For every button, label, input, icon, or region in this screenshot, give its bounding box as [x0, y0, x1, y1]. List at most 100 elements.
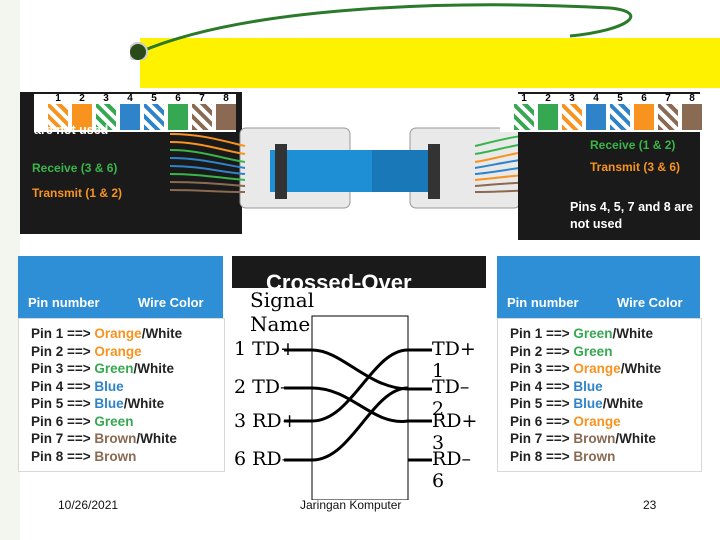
pin-row: Pin 1 ==> Orange/White — [31, 325, 182, 343]
right-table-header: Pin number Wire Color — [497, 256, 700, 318]
wire-swatch — [96, 104, 116, 130]
pin-label: Pin 5 ==> — [510, 396, 574, 411]
pin-row: Pin 6 ==> Green — [31, 413, 133, 431]
wire-color: Orange — [573, 361, 621, 376]
wire-color: Orange — [573, 413, 621, 429]
pin-row: Pin 6 ==> Orange — [510, 413, 621, 431]
wire-swatch — [120, 104, 140, 130]
left-header-pin: Pin number — [28, 295, 100, 310]
pin-row: Pin 5 ==> Blue/White — [31, 395, 164, 413]
crossover-left-label: 1 TD+ — [234, 338, 296, 360]
wire-color: Brown — [573, 431, 616, 446]
wire-color: Blue — [573, 378, 603, 394]
wire-suffix: /White — [136, 431, 177, 446]
pin-row: Pin 8 ==> Brown — [510, 448, 615, 466]
pin-row: Pin 3 ==> Green/White — [31, 360, 174, 378]
pin-row: Pin 3 ==> Orange/White — [510, 360, 661, 378]
right-header-pin: Pin number — [507, 295, 579, 310]
pin-label: Pin 6 ==> — [31, 413, 95, 429]
pin-row: Pin 2 ==> Orange — [31, 343, 142, 361]
signal-name-label: Signal Name — [250, 288, 314, 336]
crossover-title-bar: Crossed-Over — [232, 256, 486, 288]
footer-date: 10/26/2021 — [58, 498, 119, 512]
wire-swatch — [144, 104, 164, 130]
wire-suffix: /White — [615, 431, 656, 446]
wire-swatch — [682, 104, 702, 130]
left-receive-label: Receive (3 & 6) — [32, 161, 118, 175]
pin-label: Pin 7 ==> — [31, 431, 95, 446]
pin-label: Pin 7 ==> — [510, 431, 574, 446]
wire-suffix: /White — [133, 361, 174, 376]
pin-label: Pin 1 ==> — [510, 326, 574, 341]
pin-number: 6 — [641, 93, 647, 104]
pin-label: Pin 1 ==> — [31, 326, 95, 341]
crossover-cable-illustration — [169, 127, 551, 209]
pin-row: Pin 4 ==> Blue — [510, 378, 603, 396]
pin-label: Pin 2 ==> — [31, 343, 95, 359]
wire-swatch — [610, 104, 630, 130]
wire-color: Orange — [94, 326, 142, 341]
crossover-right-label: RD+ 3 — [432, 410, 478, 454]
page-number: 23 — [643, 498, 657, 512]
wire-swatch — [658, 104, 678, 130]
pin-row: Pin 4 ==> Blue — [31, 378, 124, 396]
wire-swatch — [586, 104, 606, 130]
pin-number: 1 — [521, 93, 527, 104]
wire-color: Green — [573, 326, 613, 341]
crossover-right-label: RD– 6 — [432, 448, 472, 492]
pin-row: Pin 7 ==> Brown/White — [31, 430, 177, 448]
wire-color: Brown — [94, 448, 137, 464]
pin-row: Pin 7 ==> Brown/White — [510, 430, 656, 448]
crossover-right-label: TD– 2 — [432, 376, 470, 420]
pin-number: 4 — [127, 93, 133, 104]
pin-label: Pin 6 ==> — [510, 413, 574, 429]
pin-label: Pin 2 ==> — [510, 343, 574, 359]
pin-row: Pin 2 ==> Green — [510, 343, 612, 361]
pin-label: Pin 4 ==> — [31, 378, 95, 394]
pin-label: Pin 8 ==> — [510, 448, 574, 464]
wire-swatch — [514, 104, 534, 130]
left-transmit-label: Transmit (1 & 2) — [32, 186, 123, 200]
wire-color: Green — [94, 413, 134, 429]
wire-swatch — [72, 104, 92, 130]
decorative-swoosh — [130, 3, 633, 60]
wire-suffix: /White — [620, 361, 662, 376]
wire-swatch — [538, 104, 558, 130]
pin-number: 7 — [199, 93, 205, 104]
pin-number: 3 — [569, 93, 575, 104]
wire-swatch — [192, 104, 212, 130]
pin-number: 7 — [665, 93, 671, 104]
signal-line1: Signal — [250, 288, 315, 312]
wire-color: Orange — [94, 343, 142, 359]
pin-number: 3 — [103, 93, 109, 104]
wire-color: Green — [573, 343, 613, 359]
wire-swatch — [634, 104, 654, 130]
wire-color: Blue — [94, 378, 124, 394]
pin-label: Pin 4 ==> — [510, 378, 574, 394]
right-receive-label: Receive (1 & 2) — [590, 138, 676, 152]
wire-color: Blue — [94, 396, 124, 411]
wire-suffix: /White — [141, 326, 183, 341]
pin-number: 1 — [55, 93, 61, 104]
crossover-right-label: TD+ 1 — [432, 338, 476, 382]
pin-row: Pin 5 ==> Blue/White — [510, 395, 643, 413]
pin-number: 5 — [617, 93, 623, 104]
footer-title: Jaringan Komputer — [300, 498, 402, 512]
signal-line2: Name — [250, 312, 311, 336]
pin-label: Pin 3 ==> — [31, 361, 95, 376]
pin-row: Pin 1 ==> Green/White — [510, 325, 653, 343]
left-header-color: Wire Color — [138, 295, 204, 310]
title-band — [140, 38, 720, 88]
pin-number: 2 — [79, 93, 85, 104]
wire-color: Blue — [573, 396, 603, 411]
crossover-title: Crossed-Over — [266, 270, 412, 288]
wire-suffix: /White — [602, 396, 644, 411]
wire-swatch — [216, 104, 236, 130]
right-unused-note: Pins 4, 5, 7 and 8 are not used — [570, 200, 693, 231]
pin-number: 4 — [593, 93, 599, 104]
